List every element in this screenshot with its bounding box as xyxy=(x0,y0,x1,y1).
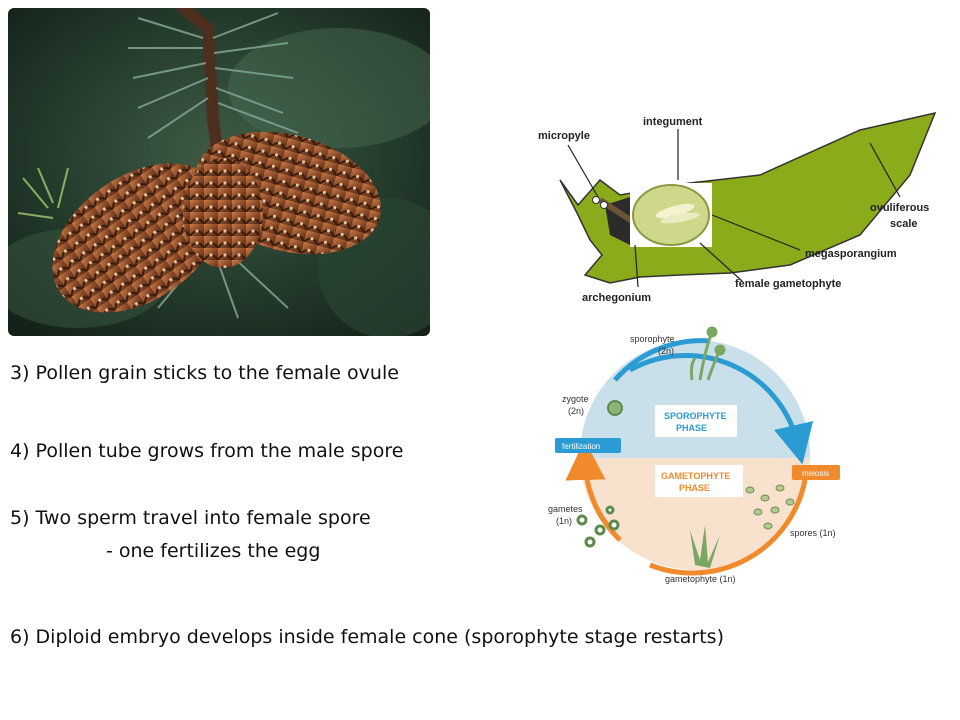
pollen-grain xyxy=(592,196,600,204)
meiosis-label: meiosis xyxy=(802,469,829,478)
label-ovuliferous: ovuliferous xyxy=(870,202,929,214)
label-gametes-ploidy: (1n) xyxy=(556,516,572,526)
gametophyte-phase-label: GAMETOPHYTE xyxy=(661,471,730,481)
label-sporophyte: sporophyte xyxy=(630,334,675,344)
step-5-text: 5) Two sperm travel into female spore xyxy=(10,507,371,529)
gametophyte-arrow xyxy=(649,479,808,576)
ovule-diagram: micropyle integument ovuliferous scale m… xyxy=(538,111,937,304)
gametes-arrow xyxy=(565,440,622,542)
label-zygote-ploidy: (2n) xyxy=(568,406,584,416)
zygote-arrow xyxy=(613,338,711,382)
step-6-text: 6) Diploid embryo develops inside female… xyxy=(10,626,724,648)
sporophyte-arrow xyxy=(628,353,814,465)
sporophyte-phase-box xyxy=(655,405,737,437)
life-cycle-diagram: SPOROPHYTE PHASE GAMETOPHYTE PHASE ferti… xyxy=(548,326,840,584)
meiosis-tag xyxy=(792,465,840,480)
label-spores: spores (1n) xyxy=(790,528,836,538)
archegonium-shape xyxy=(655,203,695,219)
label-scale: scale xyxy=(890,218,918,230)
gametes-icon xyxy=(576,505,620,548)
step-4-text: 4) Pollen tube grows from the male spore xyxy=(10,440,404,462)
label-integument: integument xyxy=(643,116,703,128)
label-gametophyte: gametophyte (1n) xyxy=(665,574,736,584)
label-sporophyte-ploidy: (2n) xyxy=(658,346,674,356)
label-female-gametophyte: female gametophyte xyxy=(735,278,841,290)
step-3-text: 3) Pollen grain sticks to the female ovu… xyxy=(10,362,399,384)
fertilization-label: fertilization xyxy=(562,442,600,451)
label-zygote: zygote xyxy=(562,394,589,404)
label-archegonium: archegonium xyxy=(582,292,651,304)
pollen-grain xyxy=(600,201,608,209)
gametophyte-phase-box xyxy=(655,465,743,497)
gametophyte-phase-label-2: PHASE xyxy=(679,483,710,493)
label-megasporangium: megasporangium xyxy=(805,248,897,260)
label-micropyle: micropyle xyxy=(538,130,590,142)
sporophyte-phase-label-2: PHASE xyxy=(676,423,707,433)
spores-icon xyxy=(745,484,795,530)
pine-cone-photo xyxy=(8,8,430,336)
sporophyte-phase-label: SPOROPHYTE xyxy=(664,411,727,421)
sporophyte-plant-icon xyxy=(689,326,726,381)
gametophyte-plant-icon xyxy=(690,525,720,568)
fertilization-tag xyxy=(555,438,621,453)
label-gametes: gametes xyxy=(548,504,583,514)
step-5-subtext: - one fertilizes the egg xyxy=(106,540,321,562)
zygote-icon xyxy=(607,400,623,416)
